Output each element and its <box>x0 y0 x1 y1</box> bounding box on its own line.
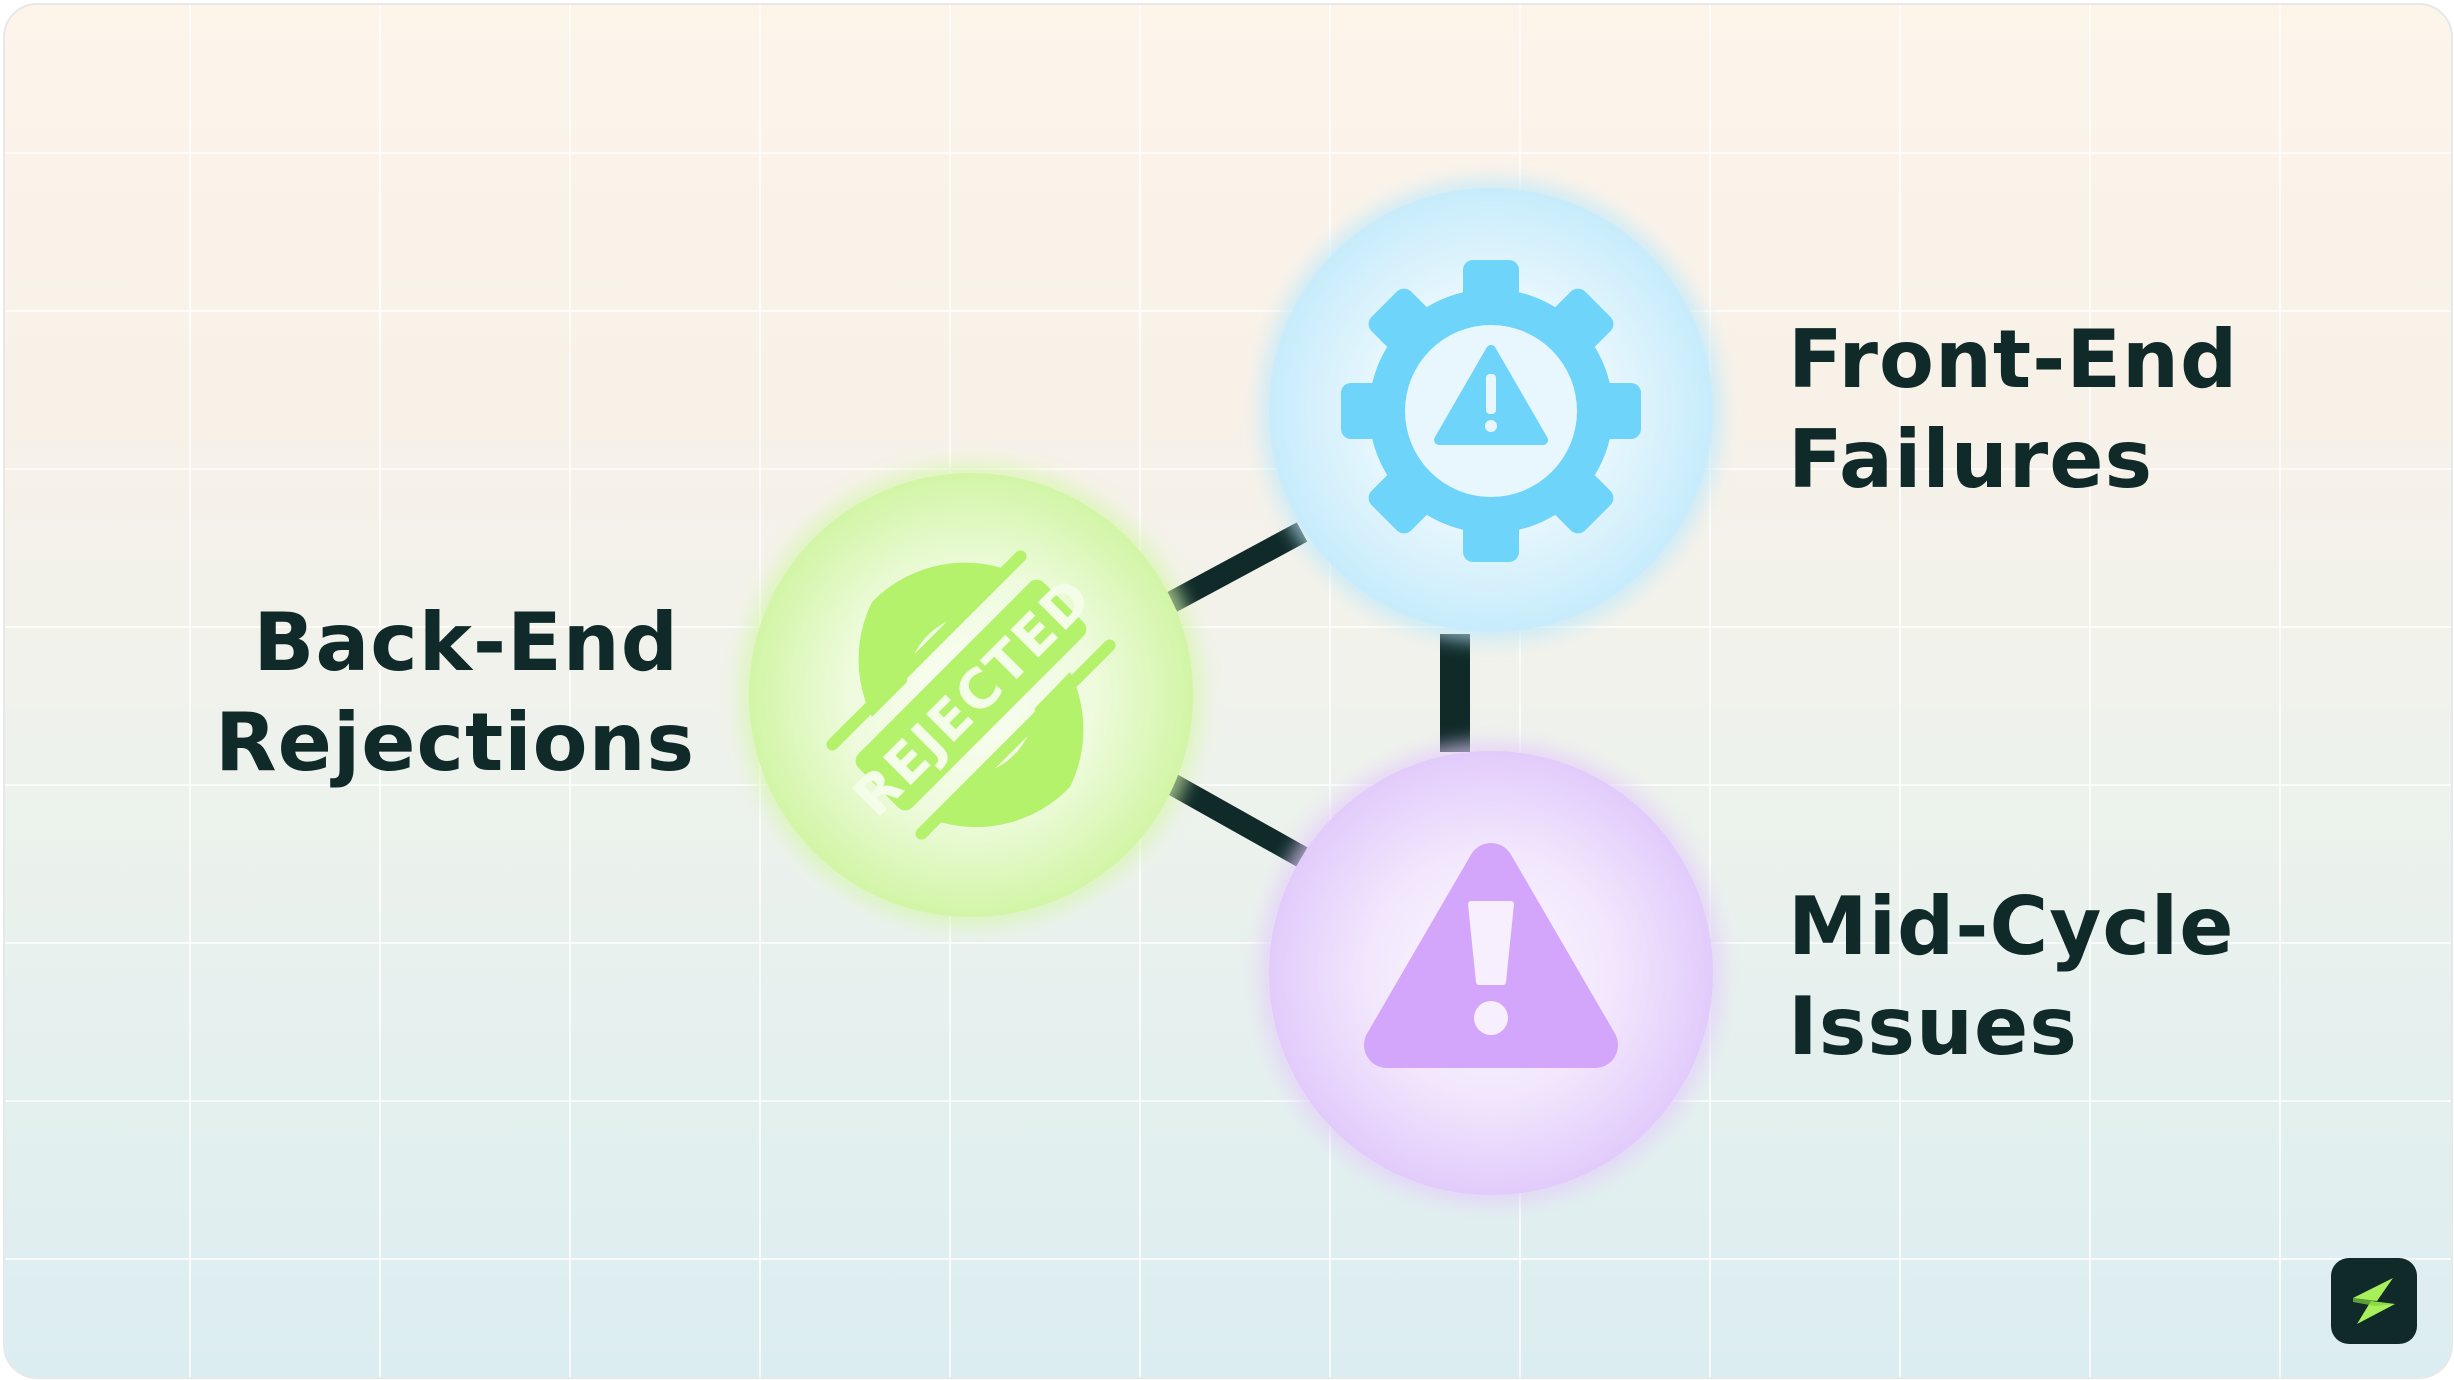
diagram-canvas: REJECTED <box>3 3 2453 1379</box>
mid-cycle-node <box>1259 741 1723 1205</box>
front-end-label: Front-End Failures <box>1788 310 2238 510</box>
brand-logo-mark <box>2353 1278 2395 1324</box>
rejected-stamp-icon: REJECTED <box>826 550 1116 840</box>
cycle-diagram: REJECTED <box>739 178 1723 1205</box>
connector-back-end-mid-cycle <box>1166 774 1308 867</box>
back-end-label-line1: Back-End <box>253 596 679 689</box>
connector-back-end-front-end <box>1166 522 1308 612</box>
background-grid <box>5 5 2451 1377</box>
mid-cycle-label-line2: Issues <box>1788 980 2078 1073</box>
front-end-label-line2: Failures <box>1788 413 2154 506</box>
back-end-label: Back-End Rejections <box>215 593 696 793</box>
back-end-label-line2: Rejections <box>215 696 696 789</box>
warning-triangle-icon <box>1364 843 1618 1068</box>
front-end-label-line1: Front-End <box>1788 313 2239 406</box>
front-end-node <box>1259 178 1723 642</box>
gear-warning-icon <box>1341 260 1641 562</box>
brand-logo-icon <box>2331 1258 2417 1344</box>
mid-cycle-label: Mid-Cycle Issues <box>1788 877 2234 1077</box>
mid-cycle-label-line1: Mid-Cycle <box>1788 880 2235 973</box>
back-end-node: REJECTED <box>739 463 1203 927</box>
